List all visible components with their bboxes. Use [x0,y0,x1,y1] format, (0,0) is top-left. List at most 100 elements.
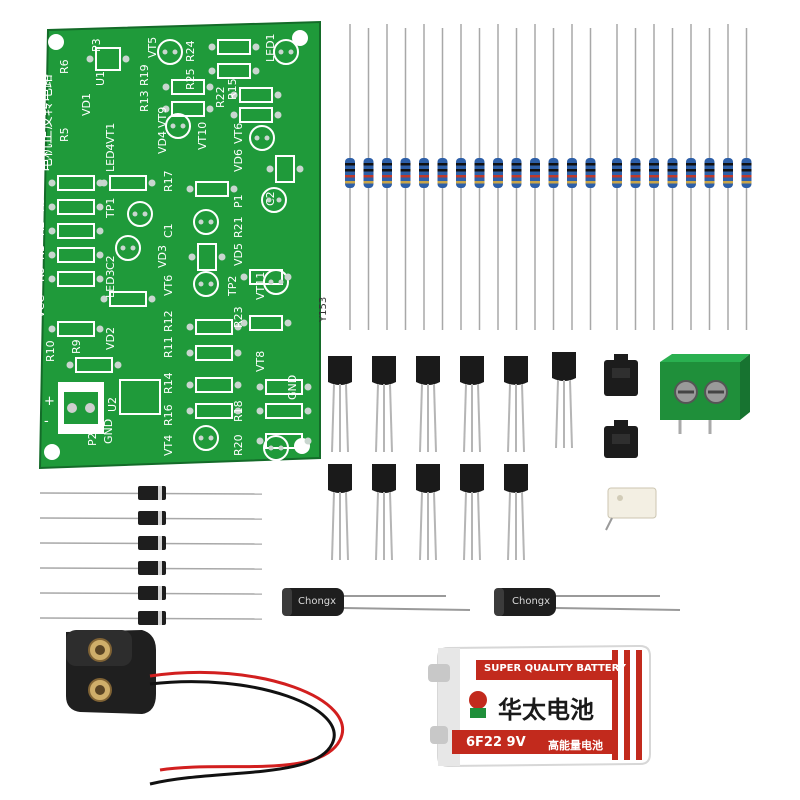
resistor [667,28,678,330]
pcb-label-vd5: VD5 [232,243,245,266]
screw-terminal-block [660,354,750,434]
pcb-transistor-footprint [157,39,183,65]
transistor [416,356,440,453]
diode-group [39,486,263,625]
pcb-label-led1: LED3 [104,269,117,298]
pcb-transistor-footprint [261,187,287,213]
transistor [504,464,528,561]
diode [39,511,263,525]
pcb-footprint [217,63,251,79]
transistor [460,464,484,561]
transistor [328,356,352,453]
resistor [419,24,429,330]
pcb-transistor-footprint [127,201,153,227]
pcb-label-r17: R17 [162,170,175,192]
pcb-footprint [57,175,95,191]
pcb-footprint [275,155,295,183]
pcb-label-r21: R21 [232,216,245,238]
pcb-footprint [57,321,95,337]
battery-model: 6F22 9V [466,735,526,750]
pcb-label-vt8: VT9 [156,106,169,128]
pcb-transistor-footprint [115,235,141,261]
pcb-board [38,20,321,470]
optocoupler [605,487,657,531]
pcb-footprint [195,403,233,419]
pcb-label-vt11: LED1 [264,33,277,62]
pcb-label-r25: R25 [184,68,197,90]
electrolytic-capacitor-left [282,588,471,616]
resistor [723,24,733,330]
pcb-title: 电机正反转电路 [39,74,55,172]
resistor [345,24,355,330]
pcb-label-vt7: VT8 [254,350,267,372]
pcb-label-r20: R20 [232,434,245,456]
resistor [474,28,485,330]
pcb-footprint [197,243,217,271]
pcb-label-vd2: VD2 [104,327,117,350]
resistor [741,28,752,330]
diode [39,536,263,550]
nine-volt-battery [428,644,651,768]
pcb-footprint [57,247,95,263]
resistor [585,28,596,330]
jumper-caps [604,354,638,458]
transistor [372,356,396,453]
pcb-label-r4: R3 [34,197,47,212]
pcb-label-r14: R14 [162,372,175,394]
pcb-footprint [217,39,251,55]
transistor [328,464,352,561]
pcb-label-vt10: VT11 [254,271,267,300]
pcb-label-c2: TP1 [104,197,117,218]
pcb-footprint [195,377,233,393]
pcb-label-r2: R1 [34,245,47,260]
pcb-label-vt9: VT10 [196,121,209,150]
transistor [504,356,528,453]
electrolytic-capacitor-right [494,588,681,616]
pcb-label-ut2: VT1 [104,122,117,144]
pcb-label-r18: R18 [232,400,245,422]
pcb-label-ut6: VT6 [162,274,175,296]
pcb-transistor-footprint [249,125,275,151]
pcb-footprint [75,357,113,373]
resistor [649,24,659,330]
pcb-transistor-footprint [263,435,289,461]
pcb-label-r6: R5 [58,127,71,142]
pcb-label-r1: R8 [34,267,47,282]
pcb-label-r13: R13 [138,90,151,112]
diode [39,561,263,575]
pcb-footprint [195,345,233,361]
pcb-label-vd6: VD6 [232,149,245,172]
pcb-label-r23: R23 [232,306,245,328]
pcb-label-r5: R4 [34,173,47,188]
capacitor-right-brand: Chongx [512,596,551,607]
diode [39,611,263,625]
pcb-footprint [57,223,95,239]
pcb-label-plus: + [44,394,55,409]
pcb-label-r11: R11 [162,336,175,358]
pcb-footprint [249,315,283,331]
battery-tagline: 高能量电池 [548,739,603,752]
resistor [548,28,559,330]
pcb-transistor-footprint [165,113,191,139]
pcb-footprint [57,199,95,215]
pcb-transistor-footprint [193,209,219,235]
pcb-label-r3: R2 [34,221,47,236]
pcb-footprint [195,181,229,197]
pcb-label-r19: R19 [138,64,151,86]
pcb-label-led2: LED4 [104,143,117,172]
pcb-label-c1: C2 [104,255,117,270]
resistor [382,24,392,330]
battery-logo [469,691,487,718]
resistor [363,28,374,330]
pcb-label-gnd: GND [286,374,299,400]
pcb-label-r12: R12 [162,310,175,332]
battery-snap-connector [66,630,344,786]
part-code-label: Y153 [318,296,329,322]
pcb-footprint [171,101,205,117]
resistor [630,28,641,330]
pcb-label-tp1: TP2 [226,275,239,296]
transistor [552,352,576,449]
resistor [400,28,411,330]
battery-banner: SUPER QUALITY BATTERY [484,663,627,674]
pcb-label-r16: R16 [162,404,175,426]
